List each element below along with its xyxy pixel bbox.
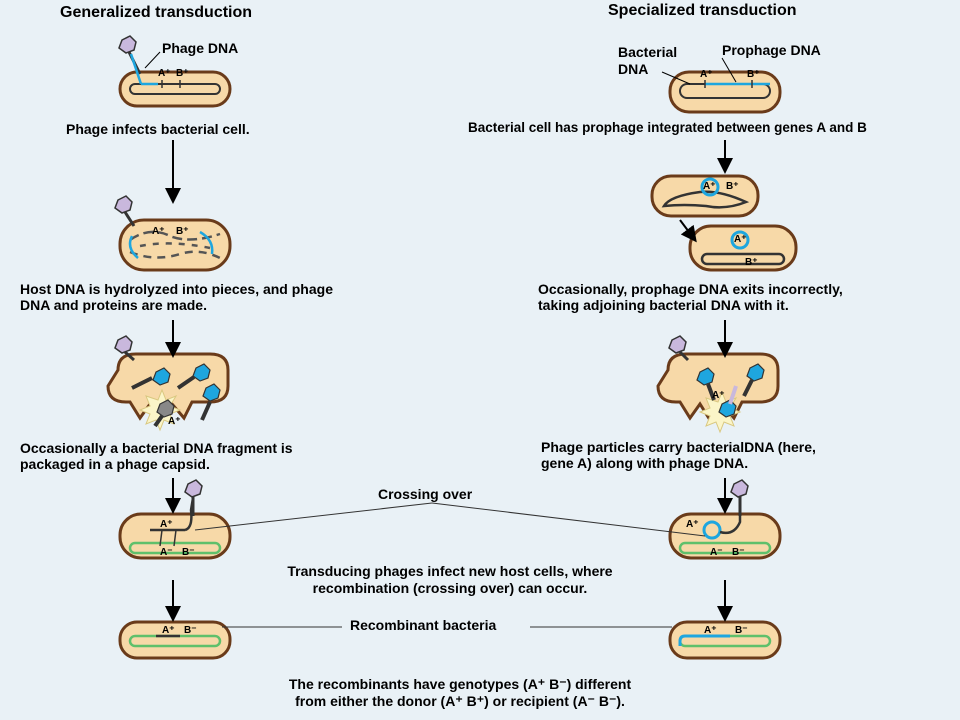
gen-step3-caption-line2: packaged in a phage capsid.: [20, 456, 210, 472]
label-dna: DNA: [618, 61, 649, 77]
spec-particles: [696, 363, 765, 418]
heading-specialized: Specialized transduction: [608, 2, 797, 19]
recombinant-bacteria-label: Recombinant bacteria: [350, 617, 497, 633]
spec-step2-caption-line1: Occasionally, prophage DNA exits incorre…: [538, 281, 843, 297]
crossing-over-label: Crossing over: [378, 486, 473, 502]
gen-cell3-gene-a: A⁺: [168, 416, 181, 427]
spec-cell2a-gene-a: A⁺: [703, 181, 716, 192]
spec-cell4-gene-b-minus: B⁻: [732, 547, 745, 558]
label-bacterial: Bacterial: [618, 44, 678, 60]
gen-cell1-gene-a: A⁺: [158, 68, 171, 79]
connector-lines: [194, 502, 706, 628]
gen-cell-5: [118, 620, 232, 660]
spec-cell-2b: [679, 219, 798, 272]
spec-cell2b-gene-b: B⁺: [745, 257, 758, 268]
spec-cell3-gene-a: A⁺: [712, 390, 725, 401]
final-caption-line1: The recombinants have genotypes (A⁺ B⁻) …: [288, 676, 632, 692]
gen-cell-4: [118, 497, 232, 560]
gen-cell5-gene-a-plus: A⁺: [162, 625, 175, 636]
spec-cell-1: [661, 57, 782, 114]
spec-cell-2a: [650, 174, 760, 218]
gen-particles: [131, 363, 221, 428]
heading-generalized: Generalized transduction: [60, 4, 253, 21]
spec-step2-caption-line2: taking adjoining bacterial DNA with it.: [538, 297, 789, 313]
gen-step2-caption-line1: Host DNA is hydrolyzed into pieces, and …: [20, 281, 333, 297]
spec-phage-4: [730, 479, 749, 516]
gen-phage-3: [114, 335, 135, 362]
gen-cell4-gene-a-minus: A⁻: [160, 547, 173, 558]
spec-cell2b-gene-a: A⁺: [734, 234, 747, 245]
final-caption-line2: from either the donor (A⁺ B⁺) or recipie…: [295, 693, 625, 709]
gen-phage-1: [118, 35, 161, 86]
gen-phage-4: [184, 479, 203, 516]
flow-arrows: [165, 140, 733, 622]
gen-phage-2: [114, 195, 136, 227]
spec-cell2a-gene-b: B⁺: [726, 181, 739, 192]
label-prophage-dna: Prophage DNA: [722, 42, 821, 58]
gen-cell2-gene-b: B⁺: [176, 226, 189, 237]
spec-cell1-gene-b: B⁺: [747, 69, 760, 80]
gen-cell4-gene-b-minus: B⁻: [182, 547, 195, 558]
spec-cell-5: [668, 620, 782, 660]
gen-cell1-gene-b: B⁺: [176, 68, 189, 79]
spec-step3-caption-line2: gene A) along with phage DNA.: [541, 455, 749, 471]
spec-cell1-gene-a: A⁺: [700, 69, 713, 80]
gen-cell2-gene-a: A⁺: [152, 226, 165, 237]
spec-cell5-gene-b-minus: B⁻: [735, 625, 748, 636]
spec-cell5-gene-a-plus: A⁺: [704, 625, 717, 636]
spec-step1-caption: Bacterial cell has prophage integrated b…: [468, 120, 867, 135]
spec-cell-4: [668, 510, 782, 560]
gen-step1-caption: Phage infects bacterial cell.: [66, 121, 250, 137]
infect-caption-line2: recombination (crossing over) can occur.: [312, 580, 588, 596]
label-phage-dna: Phage DNA: [162, 40, 239, 56]
gen-cell4-gene-a-plus: A⁺: [160, 519, 173, 530]
spec-cell4-gene-a-plus: A⁺: [686, 519, 699, 530]
gen-cell5-gene-b-minus: B⁻: [184, 625, 197, 636]
spec-step3-caption-line1: Phage particles carry bacterialDNA (here…: [541, 439, 816, 455]
gen-step3-caption-line1: Occasionally a bacterial DNA fragment is: [20, 440, 293, 456]
infect-caption-line1: Transducing phages infect new host cells…: [287, 563, 613, 579]
spec-cell4-gene-a-minus: A⁻: [710, 547, 723, 558]
gen-step2-caption-line2: DNA and proteins are made.: [20, 297, 207, 313]
gen-cell-2: [118, 218, 232, 272]
gen-cell-1: [118, 70, 232, 108]
spec-phage-3: [668, 335, 690, 362]
